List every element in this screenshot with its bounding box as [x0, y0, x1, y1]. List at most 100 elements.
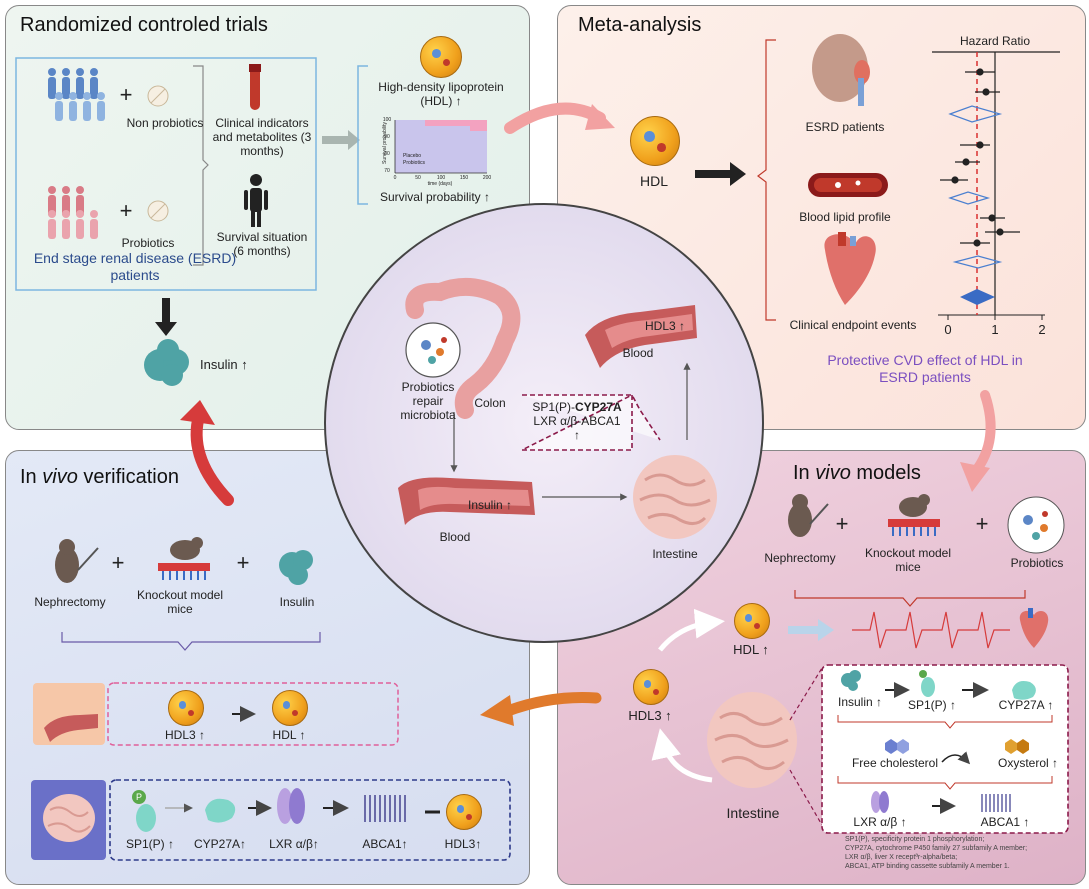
- verif-cyp27a-label: CYP27A↑: [193, 837, 247, 851]
- colon-label: Colon: [474, 396, 506, 410]
- hdl-ball-icon-verif-1: [168, 690, 204, 726]
- forest-plot: [932, 51, 1060, 320]
- verif-lxr-label: LXR α/β↑: [269, 837, 319, 851]
- plus-sign-bottom: +: [119, 198, 133, 223]
- rct-cohort-box: [15, 57, 317, 291]
- insulin-blob-icon: [144, 339, 189, 386]
- verif-hdl-label: HDL ↑: [272, 728, 306, 742]
- knockout-mouse-icon-left: [158, 537, 210, 580]
- verif-hdl3b-label: HDL3↑: [444, 837, 482, 851]
- insulin-up-label: Insulin ↑: [200, 357, 248, 372]
- models-plus-1: +: [835, 511, 849, 536]
- mech-cyp27a-label: CYP27A ↑: [998, 698, 1054, 712]
- hdl-ball-icon-rct: [420, 36, 462, 78]
- dashed-callout: [521, 393, 661, 451]
- clinical-indicators-label: Clinical indicators and metabolites (3 m…: [212, 116, 312, 158]
- vessel-top-lumen: [605, 314, 693, 348]
- mech-insulin-label: Insulin ↑: [837, 695, 883, 709]
- microbiota-icon: [421, 337, 447, 364]
- probiotics-circle-icon: [1007, 496, 1065, 554]
- mechanism-box: [821, 664, 1069, 834]
- heart-icon-small: [1019, 608, 1049, 648]
- models-title-post: models: [850, 462, 921, 484]
- non-probiotics-label: Non probiotics: [126, 116, 204, 130]
- red-curve-arrow: [190, 414, 234, 506]
- abca1-icon-right: [981, 794, 1011, 812]
- intestine-icon-center: [633, 455, 717, 539]
- hdl-ball-icon-verif-2: [272, 690, 308, 726]
- meta-blood-lipid-label: Blood lipid profile: [799, 210, 891, 224]
- sp1-prefix: SP1(P)-: [532, 400, 575, 414]
- grey-arrow: [322, 130, 360, 150]
- insulin-up-vessel-label: Insulin ↑: [467, 498, 513, 512]
- pathway-box: [109, 779, 511, 861]
- blood-vessel-icon: [808, 173, 888, 197]
- forest-xtick-2: 2: [1038, 322, 1046, 337]
- lxr-icon-left: [277, 788, 305, 824]
- forest-xtick-1: 1: [991, 322, 999, 337]
- callout-line-2: LXR α/β-ABCA1: [533, 414, 621, 428]
- callout-line-3: ↑: [574, 428, 580, 442]
- rct-title: Randomized controled trials: [20, 14, 268, 36]
- hdl-ball-icon-verif-3: [446, 794, 482, 830]
- human-silhouette-icon: [244, 174, 268, 227]
- red-arrowhead: [180, 400, 215, 425]
- blood-tube-icon: [249, 64, 261, 110]
- oxysterol-icon: [1005, 739, 1029, 754]
- models-title-em: vivo: [815, 462, 851, 484]
- vessel-panel-bg: [33, 683, 105, 745]
- verif-sp1-label: SP1(P) ↑: [125, 837, 174, 851]
- verif-hdl3-label: HDL3 ↑: [164, 728, 205, 742]
- hdl-ball-icon-models-hdl3: [633, 669, 669, 705]
- kidney-icon: [812, 34, 870, 106]
- black-arrow-meta: [695, 162, 746, 186]
- verif-abca1-label: ABCA1↑: [362, 837, 408, 851]
- footnote-4: ABCA1, ATP binding cassette subfamily A …: [845, 863, 1010, 870]
- meta-bracket: [757, 39, 776, 321]
- sp1-icon-right: [919, 670, 935, 697]
- mech-oxysterol-label: Oxysterol ↑: [997, 756, 1058, 770]
- insulin-icon-right: [841, 670, 861, 691]
- models-bracket: [794, 590, 1026, 607]
- blood-bottom-label: Blood: [439, 530, 471, 544]
- models-hdl-label: HDL ↑: [733, 642, 769, 657]
- down-arrow-black: [155, 298, 177, 336]
- rct-result-bracket: [357, 65, 368, 205]
- lxr-icon-right: [871, 791, 889, 813]
- footnote-3: LXR α/β, liver X receptªr-alpha/beta;: [845, 854, 958, 861]
- insulin-icon-left: [279, 550, 313, 585]
- rct-bracket: [193, 65, 209, 266]
- survival-probability-label: Survival probability ↑: [379, 190, 491, 204]
- meta-esrd-label: ESRD patients: [805, 120, 885, 134]
- km-xtick-2: 100: [436, 175, 446, 181]
- models-knockout-label: Knockout model mice: [864, 546, 952, 574]
- hdl-box: [107, 682, 399, 746]
- verification-title-pre: In: [20, 466, 43, 488]
- heart-icon: [824, 232, 876, 305]
- verification-title-em: vivo: [42, 466, 78, 488]
- sp1-icon-left: P: [132, 790, 156, 832]
- people-group-blue: [48, 68, 105, 121]
- microbiota-circle: [405, 322, 461, 378]
- km-plot: [394, 120, 487, 174]
- verif-knockout-label: Knockout model mice: [136, 588, 224, 616]
- km-legend-placebo: Placebo: [403, 153, 422, 159]
- pink-arrowhead: [585, 104, 615, 130]
- probiotics-repair-label: Probiotics repair microbiota: [400, 380, 456, 422]
- survival-situation-label: Survival situation (6 months): [216, 230, 308, 258]
- orange-curve-arrow: [499, 692, 602, 718]
- hazard-ratio-title: Hazard Ratio: [959, 34, 1031, 48]
- plus-sign-top: +: [119, 82, 133, 107]
- blood-top-label: Blood: [622, 346, 654, 360]
- models-probiotics-label: Probiotics: [1010, 556, 1064, 570]
- mech-sp1-label: SP1(P) ↑: [907, 698, 956, 712]
- verif-insulin-label: Insulin: [279, 595, 315, 609]
- mech-bracket-2: [837, 776, 1053, 790]
- vessel-bottom-lumen: [418, 486, 530, 510]
- salmon-curve-arrow: [970, 390, 996, 477]
- cyp27a-icon-left: [205, 798, 236, 823]
- pill-icon-top: [147, 85, 169, 107]
- verif-plus-2: +: [236, 550, 250, 575]
- small-vessel-icon: [44, 714, 98, 742]
